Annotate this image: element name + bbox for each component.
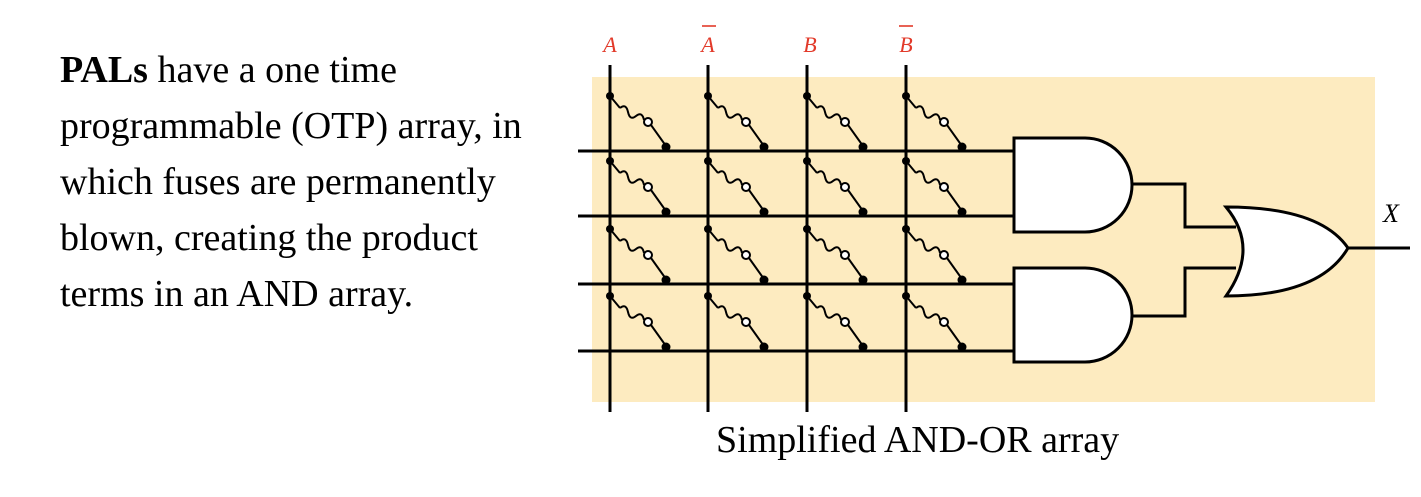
input-label-a: A bbox=[601, 32, 617, 57]
description-bold: PALs bbox=[60, 49, 148, 91]
fuse-link bbox=[803, 292, 868, 352]
fuse-link bbox=[902, 292, 967, 352]
input-label-b-bar: B bbox=[899, 32, 912, 57]
output-label-x: X bbox=[1382, 199, 1400, 228]
fuse-link bbox=[606, 92, 671, 152]
or-gate bbox=[1222, 205, 1350, 298]
fuse-link bbox=[902, 157, 967, 217]
fuse-link bbox=[606, 225, 671, 285]
and-to-or-wires bbox=[1132, 182, 1236, 318]
and-gate-2 bbox=[1012, 266, 1134, 364]
fuse-links bbox=[606, 92, 967, 352]
and-gate-1 bbox=[1012, 136, 1134, 234]
fuse-link bbox=[803, 92, 868, 152]
fuse-link bbox=[704, 292, 769, 352]
input-label-b: B bbox=[803, 32, 816, 57]
fuse-link bbox=[902, 225, 967, 285]
fuse-link bbox=[803, 225, 868, 285]
fuse-link bbox=[704, 92, 769, 152]
fuse-link bbox=[902, 92, 967, 152]
input-and-product-lines bbox=[578, 65, 1014, 412]
fuse-link bbox=[704, 157, 769, 217]
input-label-a-bar: A bbox=[699, 32, 715, 57]
fuse-link bbox=[704, 225, 769, 285]
diagram-caption: Simplified AND-OR array bbox=[716, 419, 1120, 461]
input-labels: A A B B bbox=[601, 25, 913, 57]
fuse-link bbox=[606, 157, 671, 217]
description-text: PALs have a one time programmable (OTP) … bbox=[60, 42, 560, 322]
fuse-link bbox=[606, 292, 671, 352]
description-rest: have a one time programmable (OTP) array… bbox=[60, 49, 522, 315]
fuse-link bbox=[803, 157, 868, 217]
